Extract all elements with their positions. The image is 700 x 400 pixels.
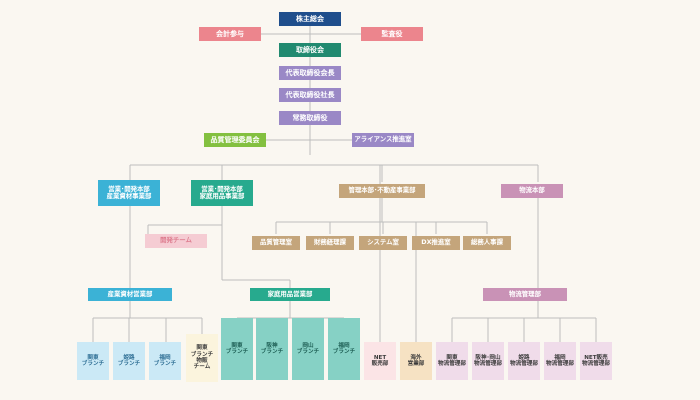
- alliance-office-box: アライアンス推進室: [352, 133, 414, 147]
- auditor-box: 監査役: [361, 27, 423, 41]
- dx-office-box: DX推進室: [412, 236, 460, 250]
- finance-section-box: 財務経理課: [306, 236, 354, 250]
- household-okayama-branch-box: 岡山 ブランチ: [292, 318, 324, 380]
- logistics-hq-box: 物流本部: [501, 184, 563, 198]
- industrial-fukuoka-branch-box: 福岡 ブランチ: [149, 342, 181, 380]
- dev-team-box: 開発チーム: [145, 234, 207, 248]
- sales-dev-industrial-division-box: 営業･開発本部 産業資材事業部: [98, 180, 160, 206]
- logistics-himeji-box: 姫路 物流管理部: [508, 342, 540, 380]
- logistics-kanto-box: 関東 物流管理部: [436, 342, 468, 380]
- logistics-fukuoka-box: 福岡 物流管理部: [544, 342, 576, 380]
- logistics-hanshin-okayama-box: 阪神･岡山 物流管理部: [472, 342, 504, 380]
- shareholders-meeting-box: 株主総会: [279, 12, 341, 26]
- president-box: 代表取締役社長: [279, 88, 341, 102]
- overseas-sales-dept-box: 海外 営業部: [400, 342, 432, 380]
- logistics-net-sales-box: NET販売 物流管理部: [580, 342, 612, 380]
- general-affairs-box: 総務人事課: [463, 236, 511, 250]
- quality-office-box: 品質管理室: [252, 236, 300, 250]
- household-kanto-branch-box: 関東 ブランチ: [221, 318, 253, 380]
- household-fukuoka-branch-box: 福岡 ブランチ: [328, 318, 360, 380]
- managing-director-box: 常務取締役: [279, 111, 341, 125]
- board-of-directors-box: 取締役会: [279, 43, 341, 57]
- industrial-kanto-branch-box: 関東 ブランチ: [77, 342, 109, 380]
- household-sales-dept-box: 家庭用品営業部: [250, 288, 330, 301]
- net-sales-dept-box: NET 販売部: [364, 342, 396, 380]
- chairman-box: 代表取締役会長: [279, 66, 341, 80]
- system-office-box: システム室: [359, 236, 407, 250]
- sales-dev-household-division-box: 営業･開発本部 家庭用品事業部: [191, 180, 253, 206]
- logistics-mgmt-dept-box: 物流管理部: [483, 288, 567, 301]
- admin-realestate-division-box: 管理本部･不動産事業部: [339, 184, 425, 198]
- industrial-himeji-branch-box: 姫路 ブランチ: [113, 342, 145, 380]
- kanto-branch-logistics-team-box: 関東 ブランチ 物販 チーム: [186, 334, 218, 382]
- household-hanshin-branch-box: 阪神 ブランチ: [256, 318, 288, 380]
- industrial-sales-dept-box: 産業資材営業部: [88, 288, 172, 301]
- quality-committee-box: 品質管理委員会: [204, 133, 266, 147]
- accounting-advisor-box: 会計参与: [199, 27, 261, 41]
